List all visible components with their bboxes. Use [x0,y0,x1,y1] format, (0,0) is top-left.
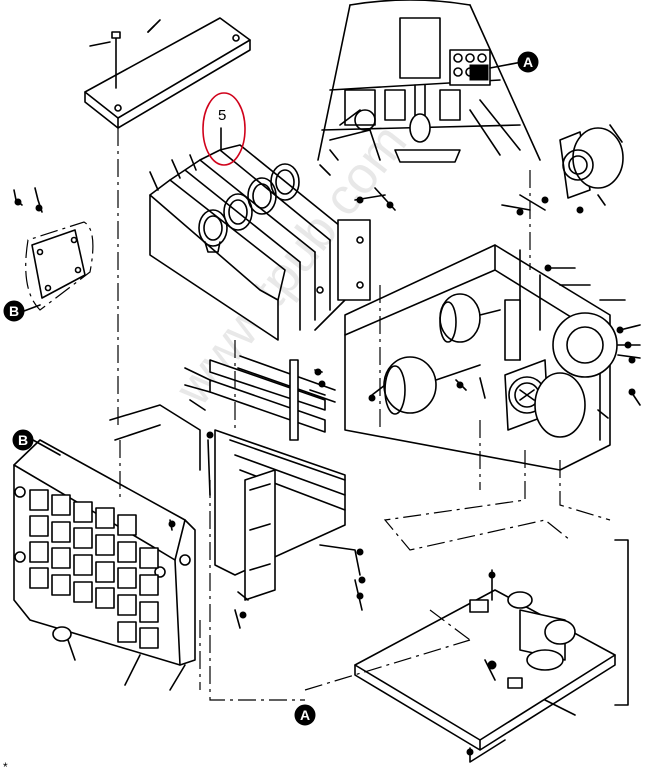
item-5-highlight: 5 [202,92,246,166]
svg-text:A: A [300,707,310,723]
callout-b-left: B [3,300,41,322]
svg-text:B: B [18,432,28,448]
motor-center [439,293,501,343]
svg-text:B: B [9,303,19,319]
gauge-rings [149,154,300,253]
keypad-keys [29,489,159,649]
dial-gauge [504,359,586,438]
side-cover-plate [13,187,94,311]
assembly-bracket [614,539,629,706]
callout-a-top: A [489,51,539,73]
circuit-board [354,569,616,763]
motor-left [383,356,481,415]
svg-text:A: A [523,54,533,70]
top-cover-plate [84,17,251,129]
main-chassis [344,244,618,471]
card-guide-rails [184,355,336,441]
footer-mark: * [3,760,8,774]
item-number: 5 [218,107,226,124]
hardware-screws [354,187,641,419]
cockpit-inset [317,0,541,163]
card-cage [109,404,366,611]
display-module [149,144,371,341]
panel-fasteners [52,519,249,691]
cover-screw [89,31,121,89]
callout-a-bottom: A [294,704,316,726]
assembly-guide-lines [117,128,611,701]
callout-b-bottom: B [12,429,61,456]
round-connector-top-right [559,124,624,206]
